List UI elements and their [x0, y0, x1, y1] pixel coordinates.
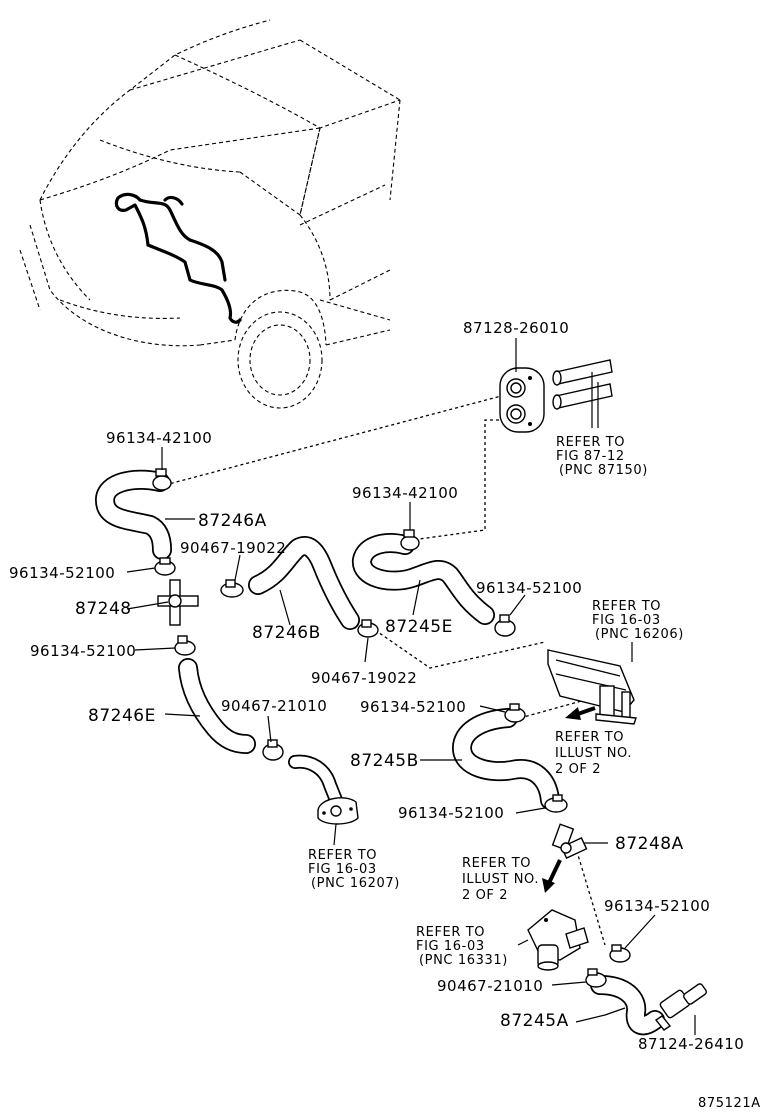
- clamp-90467-21010-b: [585, 968, 607, 988]
- refer-illust-b-line3: 2 OF 2: [462, 888, 508, 903]
- clamp-96134-42100-a: [152, 468, 172, 491]
- label-87124-26410: 87124-26410: [638, 1035, 744, 1053]
- heater-pipes: [552, 359, 613, 428]
- label-96134-52100-a: 96134-52100: [9, 564, 115, 582]
- refer-16207-line1: REFER TO: [308, 848, 377, 863]
- label-96134-52100-f: 96134-52100: [604, 897, 710, 915]
- label-87245A: 87245A: [500, 1011, 569, 1031]
- label-87246A: 87246A: [198, 511, 267, 531]
- refer-16207-line2: FIG 16-03: [308, 862, 377, 877]
- label-96134-52100-c: 96134-52100: [30, 642, 136, 660]
- clamp-96134-52100-c: [174, 635, 196, 656]
- label-87248: 87248: [75, 599, 132, 619]
- leader-lines: [126, 338, 696, 1035]
- parts: [152, 359, 707, 1031]
- vehicle-outline: [19, 19, 401, 409]
- label-87245B: 87245B: [350, 751, 419, 771]
- refer-illust-a-line1: REFER TO: [555, 730, 624, 745]
- joint-87248: [157, 579, 199, 626]
- hoses: [95, 469, 665, 1036]
- refer-87-12-line2: FIG 87-12: [556, 449, 625, 464]
- label-96134-52100-e: 96134-52100: [398, 804, 504, 822]
- refer-16206-line2: FIG 16-03: [592, 613, 661, 628]
- clamp-96134-52100-a: [154, 557, 176, 576]
- valve-87124: [654, 983, 707, 1031]
- labels: 87128-26010 REFER TO FIG 87-12 (PNC 8715…: [9, 319, 760, 1111]
- arrow-illust-b: [542, 859, 562, 893]
- label-90467-19022-a: 90467-19022: [180, 539, 286, 557]
- label-87246E: 87246E: [88, 706, 156, 726]
- clamp-96134-52100-b: [494, 614, 516, 637]
- clamp-96134-52100-f: [609, 944, 631, 963]
- label-87246B: 87246B: [252, 623, 321, 643]
- refer-16206-line3: (PNC 16206): [595, 627, 684, 642]
- refer-illust-a-line2: ILLUST NO.: [555, 746, 632, 761]
- arrow-illust-a: [565, 706, 596, 720]
- label-90467-19022-b: 90467-19022: [311, 669, 417, 687]
- label-90467-21010-a: 90467-21010: [221, 697, 327, 715]
- joint-87248A: [551, 823, 588, 860]
- grommet-87128: [499, 367, 545, 433]
- label-90467-21010-b: 90467-21010: [437, 977, 543, 995]
- water-outlet-16331: [527, 909, 589, 971]
- refer-16207-line3: (PNC 16207): [311, 876, 400, 891]
- dashed-connections: [164, 394, 606, 946]
- label-87248A: 87248A: [615, 834, 684, 854]
- flange-16207: [317, 797, 359, 825]
- label-96134-42100-a: 96134-42100: [106, 429, 212, 447]
- clamp-90467-21010-a: [262, 739, 284, 761]
- refer-16331-line3: (PNC 16331): [419, 953, 508, 968]
- clamp-96134-52100-d: [504, 703, 526, 723]
- label-96134-52100-d: 96134-52100: [360, 698, 466, 716]
- refer-illust-b-line2: ILLUST NO.: [462, 872, 539, 887]
- clamp-90467-19022-a: [220, 579, 244, 598]
- label-96134-52100-b: 96134-52100: [476, 579, 582, 597]
- refer-87-12-line1: REFER TO: [556, 435, 625, 450]
- refer-87-12-line3: (PNC 87150): [559, 463, 648, 478]
- pipe-bracket-16206: [547, 649, 637, 725]
- refer-16331-line2: FIG 16-03: [416, 939, 485, 954]
- label-96134-42100-b: 96134-42100: [352, 484, 458, 502]
- clamp-90467-19022-b: [357, 619, 379, 638]
- refer-16206-line1: REFER TO: [592, 599, 661, 614]
- refer-illust-a-line3: 2 OF 2: [555, 762, 601, 777]
- label-87128-26010: 87128-26010: [463, 319, 569, 337]
- clamp-96134-52100-e: [544, 794, 568, 813]
- refer-illust-b-line1: REFER TO: [462, 856, 531, 871]
- refer-16331-line1: REFER TO: [416, 925, 485, 940]
- label-87245E: 87245E: [385, 617, 453, 637]
- figure-code: 875121A: [698, 1096, 760, 1111]
- clamp-96134-42100-b: [400, 529, 420, 551]
